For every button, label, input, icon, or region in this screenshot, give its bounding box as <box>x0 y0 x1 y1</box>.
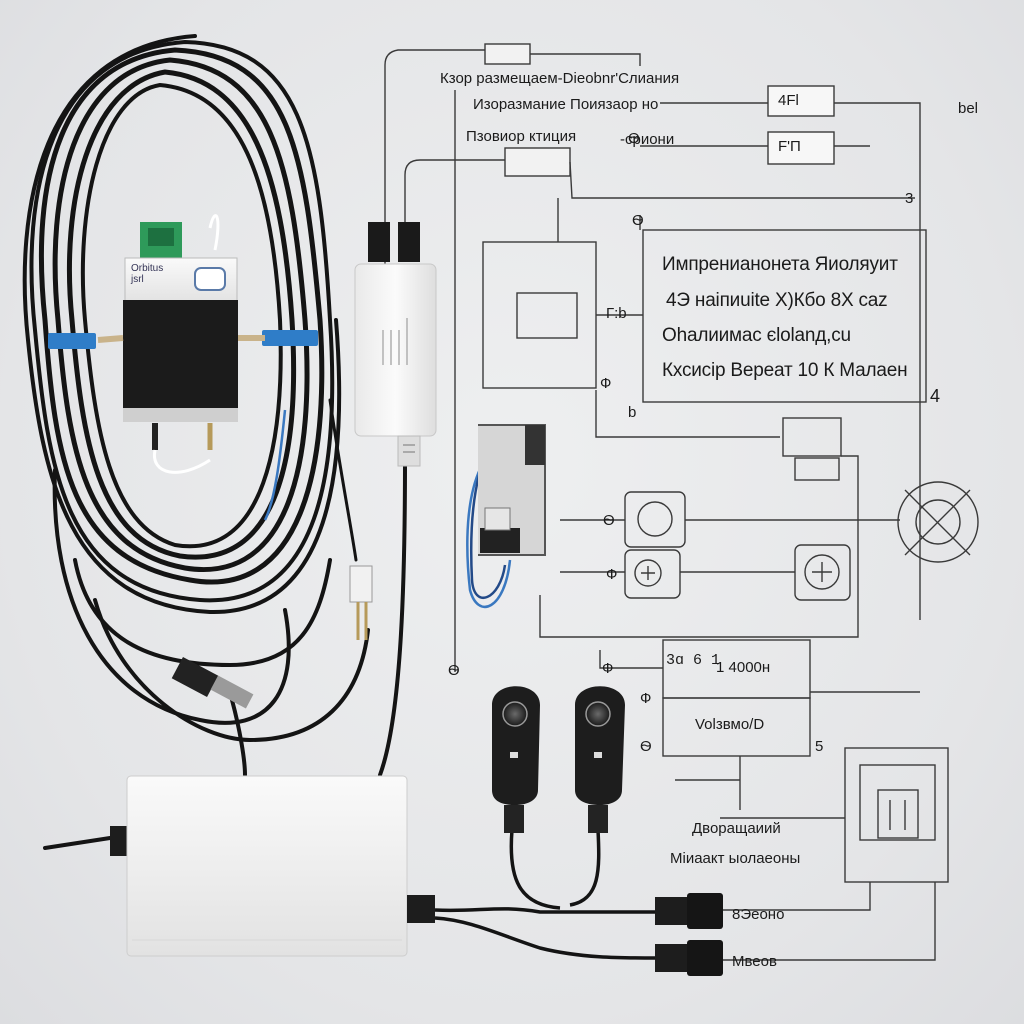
caption-row-2: Пзовиор ктиция <box>466 128 577 145</box>
mark: Ѳ <box>632 212 644 229</box>
blue-cable-tie <box>48 333 96 349</box>
caption-row-1: Изоразмание Поиязаор но <box>473 96 659 113</box>
mark: Ф <box>600 375 612 392</box>
cable-plug <box>171 657 254 709</box>
bottom-caption-2: Мiиаакт ыолаеоны <box>670 850 801 867</box>
blue-cable-tie <box>262 330 318 346</box>
mark: Г:b <box>606 305 627 322</box>
key-fob-left <box>492 686 540 833</box>
fob-cables <box>434 829 656 960</box>
counter-bottom-label: Volзвмо/D <box>695 716 765 733</box>
usb-plug-2 <box>655 940 723 976</box>
din-rail-bracket <box>478 424 546 556</box>
usb-plug-1 <box>655 893 723 929</box>
spec-line-2: 4Э наiпиuitе Х)Кбо 8Х саz <box>666 290 888 311</box>
interface-device <box>97 214 265 474</box>
port-label-1: 8Эеоно <box>732 906 785 923</box>
device-badge-text: Orbitus jsrl <box>131 263 164 285</box>
power-adapter <box>354 222 437 467</box>
mark: Ѳ <box>603 512 615 529</box>
port-label-2: Мвеов <box>732 953 777 970</box>
mark: Ф <box>602 660 614 677</box>
bottom-caption-1: Дворащаиий <box>692 820 781 837</box>
mark: Ѳ <box>628 130 640 147</box>
mark: 3 <box>905 190 914 207</box>
spec-right-mark: 4 <box>930 386 941 406</box>
top-right-mark: bel <box>958 100 979 117</box>
control-unit-box <box>110 775 435 957</box>
spec-line-1: Импренианонета Яиоляуит <box>662 254 898 275</box>
schematic-lines <box>384 43 979 961</box>
inline-connector <box>349 565 373 640</box>
box-label-top-2: F'П <box>778 138 801 155</box>
header-caption: Кзор размещаем-Dieobnr'Слиания <box>440 70 680 87</box>
mark: 5 <box>815 738 824 755</box>
box-label-top-1: 4Fl <box>778 92 799 109</box>
mark: Ф <box>606 566 618 583</box>
spec-line-4: Кхсисiр Вереат 10 К Малаен <box>662 360 908 381</box>
mark: Ѳ <box>640 738 652 755</box>
counter-value: 1 4000н <box>716 659 771 676</box>
spec-line-3: Оhалиимас єlolаnд,сu <box>662 325 851 346</box>
counter-code: 3ɑ 6 1 <box>666 652 721 669</box>
coiled-cable <box>22 34 407 850</box>
mark: b <box>628 404 637 421</box>
mark: Ѳ <box>448 662 460 679</box>
caption-row-2-right: -сриони <box>620 131 675 148</box>
mark: Ф <box>640 690 652 707</box>
key-fob-right <box>575 686 625 833</box>
